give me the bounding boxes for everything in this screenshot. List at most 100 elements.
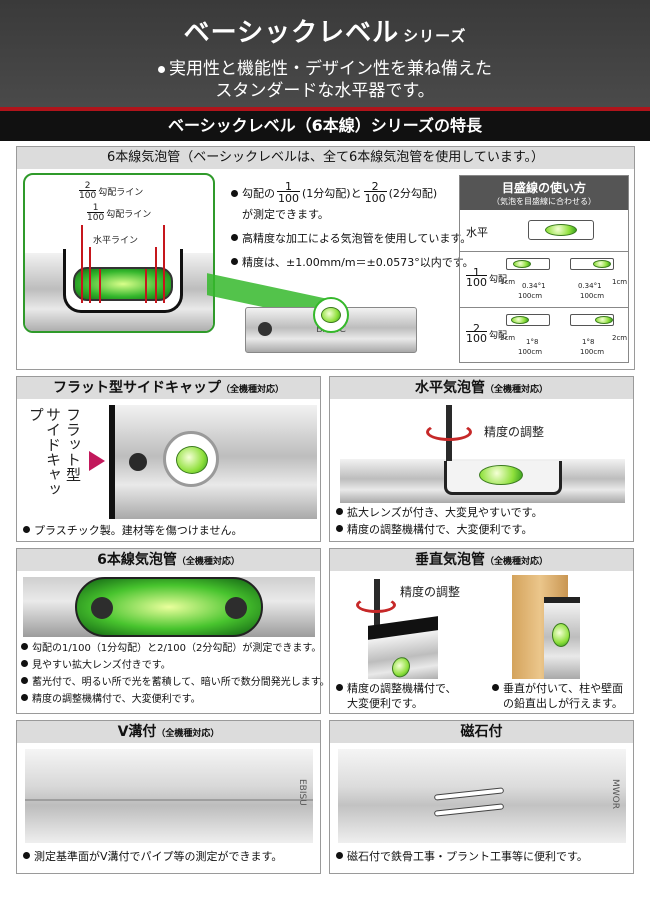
bullet-dot [21,677,28,684]
bullet-dot [336,525,343,532]
product-vial-ring [313,297,349,333]
vgroove-side-text: EBISU [297,779,307,806]
bullet-dot [21,643,28,650]
frac-den: 100 [363,191,387,205]
frac-den: 100 [87,212,105,223]
section-title: ベーシックレベル（6本線）シリーズの特長 [0,111,650,141]
row2-suffix: 勾配 [489,274,508,285]
heading-text: フラット型サイドキャップ [52,380,221,396]
vertical-image-right [490,575,628,679]
page-header: ベーシックレベルシリーズ 実用性と機能性・デザイン性を兼ね備えた スタンダードな… [0,0,650,107]
magnet-image: MWOR [338,749,626,843]
row2-right-w: 100cm [580,292,605,300]
flat-product-image [109,405,317,519]
intro-line-2: スタンダードな水平器です。 [215,81,435,101]
row2-right-h: 1cm [612,278,628,286]
panel-v-groove: V溝付（全機種対応） EBISU 測定基準面がV溝付でパイプ等の測定ができます。 [16,720,321,874]
bullet-dot [158,66,165,73]
bullet-dot [21,694,28,701]
flat-bullet: プラスチック製。建材等を傷つけません。 [23,523,242,538]
vertical-callout: 精度の調整 [400,585,461,599]
bullet-text: 拡大レンズが付き、大変見やすいです。 [347,506,543,519]
frac-num: 1 [285,180,292,193]
frac-num: 1 [473,266,480,279]
pointer-triangle [89,451,105,471]
bullet-dot [336,852,343,859]
heading-note: （全機種対応） [484,557,548,567]
bullet-text: 磁石付で鉄骨工事・プラント工事等に便利です。 [347,850,588,863]
bullet-dot [23,526,30,533]
six-bullet-1: 勾配の1/100（1分勾配）と2/100（2分勾配）が測定できます。 [21,641,321,656]
horizontal-callout: 精度の調整 [484,425,545,439]
label-text: 勾配ライン [98,187,144,198]
usage-row-1: 水平 [460,210,628,252]
heading-note: （全機種対応） [156,729,220,739]
horizontal-bubble [479,465,523,485]
vertical-level-body [368,616,438,679]
side-col-1: フラット型 [64,407,82,482]
row1-label: 水平 [466,226,488,239]
horizontal-bracket [444,461,562,495]
six-bullet-3: 蓄光付で、明るい所で光を蓄積して、暗い所で数分間発光します。 [21,675,330,690]
vertical-heading: 垂直気泡管（全機種対応） [330,549,633,571]
magnet-heading: 磁石付 [330,721,633,743]
red-divider [0,107,650,111]
bullet-text: 見やすい拡大レンズ付きです。 [32,660,171,671]
horizontal-bullet-2: 精度の調整機構付で、大変便利です。 [336,522,532,537]
magnet-side-text: MWOR [610,779,620,810]
bullet-dot [492,684,499,691]
intro-text-1: 実用性と機能性・デザイン性を兼ね備えた [169,59,492,79]
vgroove-bullet: 測定基準面がV溝付でパイプ等の測定ができます。 [23,849,282,864]
title-suffix: シリーズ [403,27,467,45]
vgroove-image: EBISU [25,749,313,843]
frac-num: 1 [92,203,99,213]
row3-left-ratio: 1°8 [526,338,539,346]
panel-flat-sidecap: フラット型サイドキャップ（全機種対応） フラット型 サイドキャップ プラスチック… [16,376,321,542]
b2-text: 高精度な加工による気泡管を使用しています。 [242,232,472,245]
bullet-dot [231,234,238,241]
rotate-arrow-icon [356,597,396,613]
row3-left-w: 100cm [518,348,543,356]
bullet-text: プラスチック製。建材等を傷つけません。 [34,524,243,537]
horizontal-heading: 水平気泡管（全機種対応） [330,377,633,399]
frac-den: 100 [79,190,97,201]
horizontal-image: 精度の調整 [340,405,625,503]
heading-text: 水平気泡管 [414,380,485,396]
b3-text: 精度は、±1.00mm/m＝±0.0573°以内です。 [242,256,474,269]
bullet-text: 精度の調整機構付で、大変便利です。 [32,694,201,705]
row1-bubble [545,224,577,236]
bullet-dot [21,660,28,667]
horizontal-bullet-1: 拡大レンズが付き、大変見やすいです。 [336,505,543,520]
flat-vertical-label: フラット型 サイドキャップ [25,407,83,511]
b1-mid: (1分勾配)と [302,186,362,200]
row3-right-h: 2cm [612,334,628,342]
row1-level-icon [528,220,594,240]
row3-left-bubble [511,316,529,324]
bullet-text: 蓄光付で、明るい所で光を蓄積して、暗い所で数分間発光します。 [32,677,330,688]
heading-note: （全機種対応） [220,385,284,395]
vgroove-heading: V溝付（全機種対応） [17,721,320,743]
row3-left-h: 2cm [500,334,516,342]
row2-left-h: 1cm [500,278,516,286]
top-bullet-2: 高精度な加工による気泡管を使用しています。 [231,231,471,246]
vertical-image-left: 精度の調整 [338,575,478,679]
heading-note: （全機種対応） [176,557,240,567]
row3-right-ratio: 1°8 [582,338,595,346]
top-bullet-1-line2: が測定できます。 [242,208,329,221]
b1-post: (2分勾配) [388,186,438,200]
bullet-text: 垂直が付いて、柱や壁面 [503,682,624,695]
usage-title: 目盛線の使い方 [501,181,586,195]
usage-table-header: 目盛線の使い方 （気泡を目盛線に合わせる） [460,176,628,210]
bullet-text: 精度の調整機構付で、 [347,682,457,695]
vertical-left-text-2: 大変便利です。 [347,697,423,710]
vertical-bubble [392,656,410,679]
bullet-dot [231,189,238,197]
flat-vial [163,431,219,487]
intro-line-1: 実用性と機能性・デザイン性を兼ね備えた [0,54,650,79]
